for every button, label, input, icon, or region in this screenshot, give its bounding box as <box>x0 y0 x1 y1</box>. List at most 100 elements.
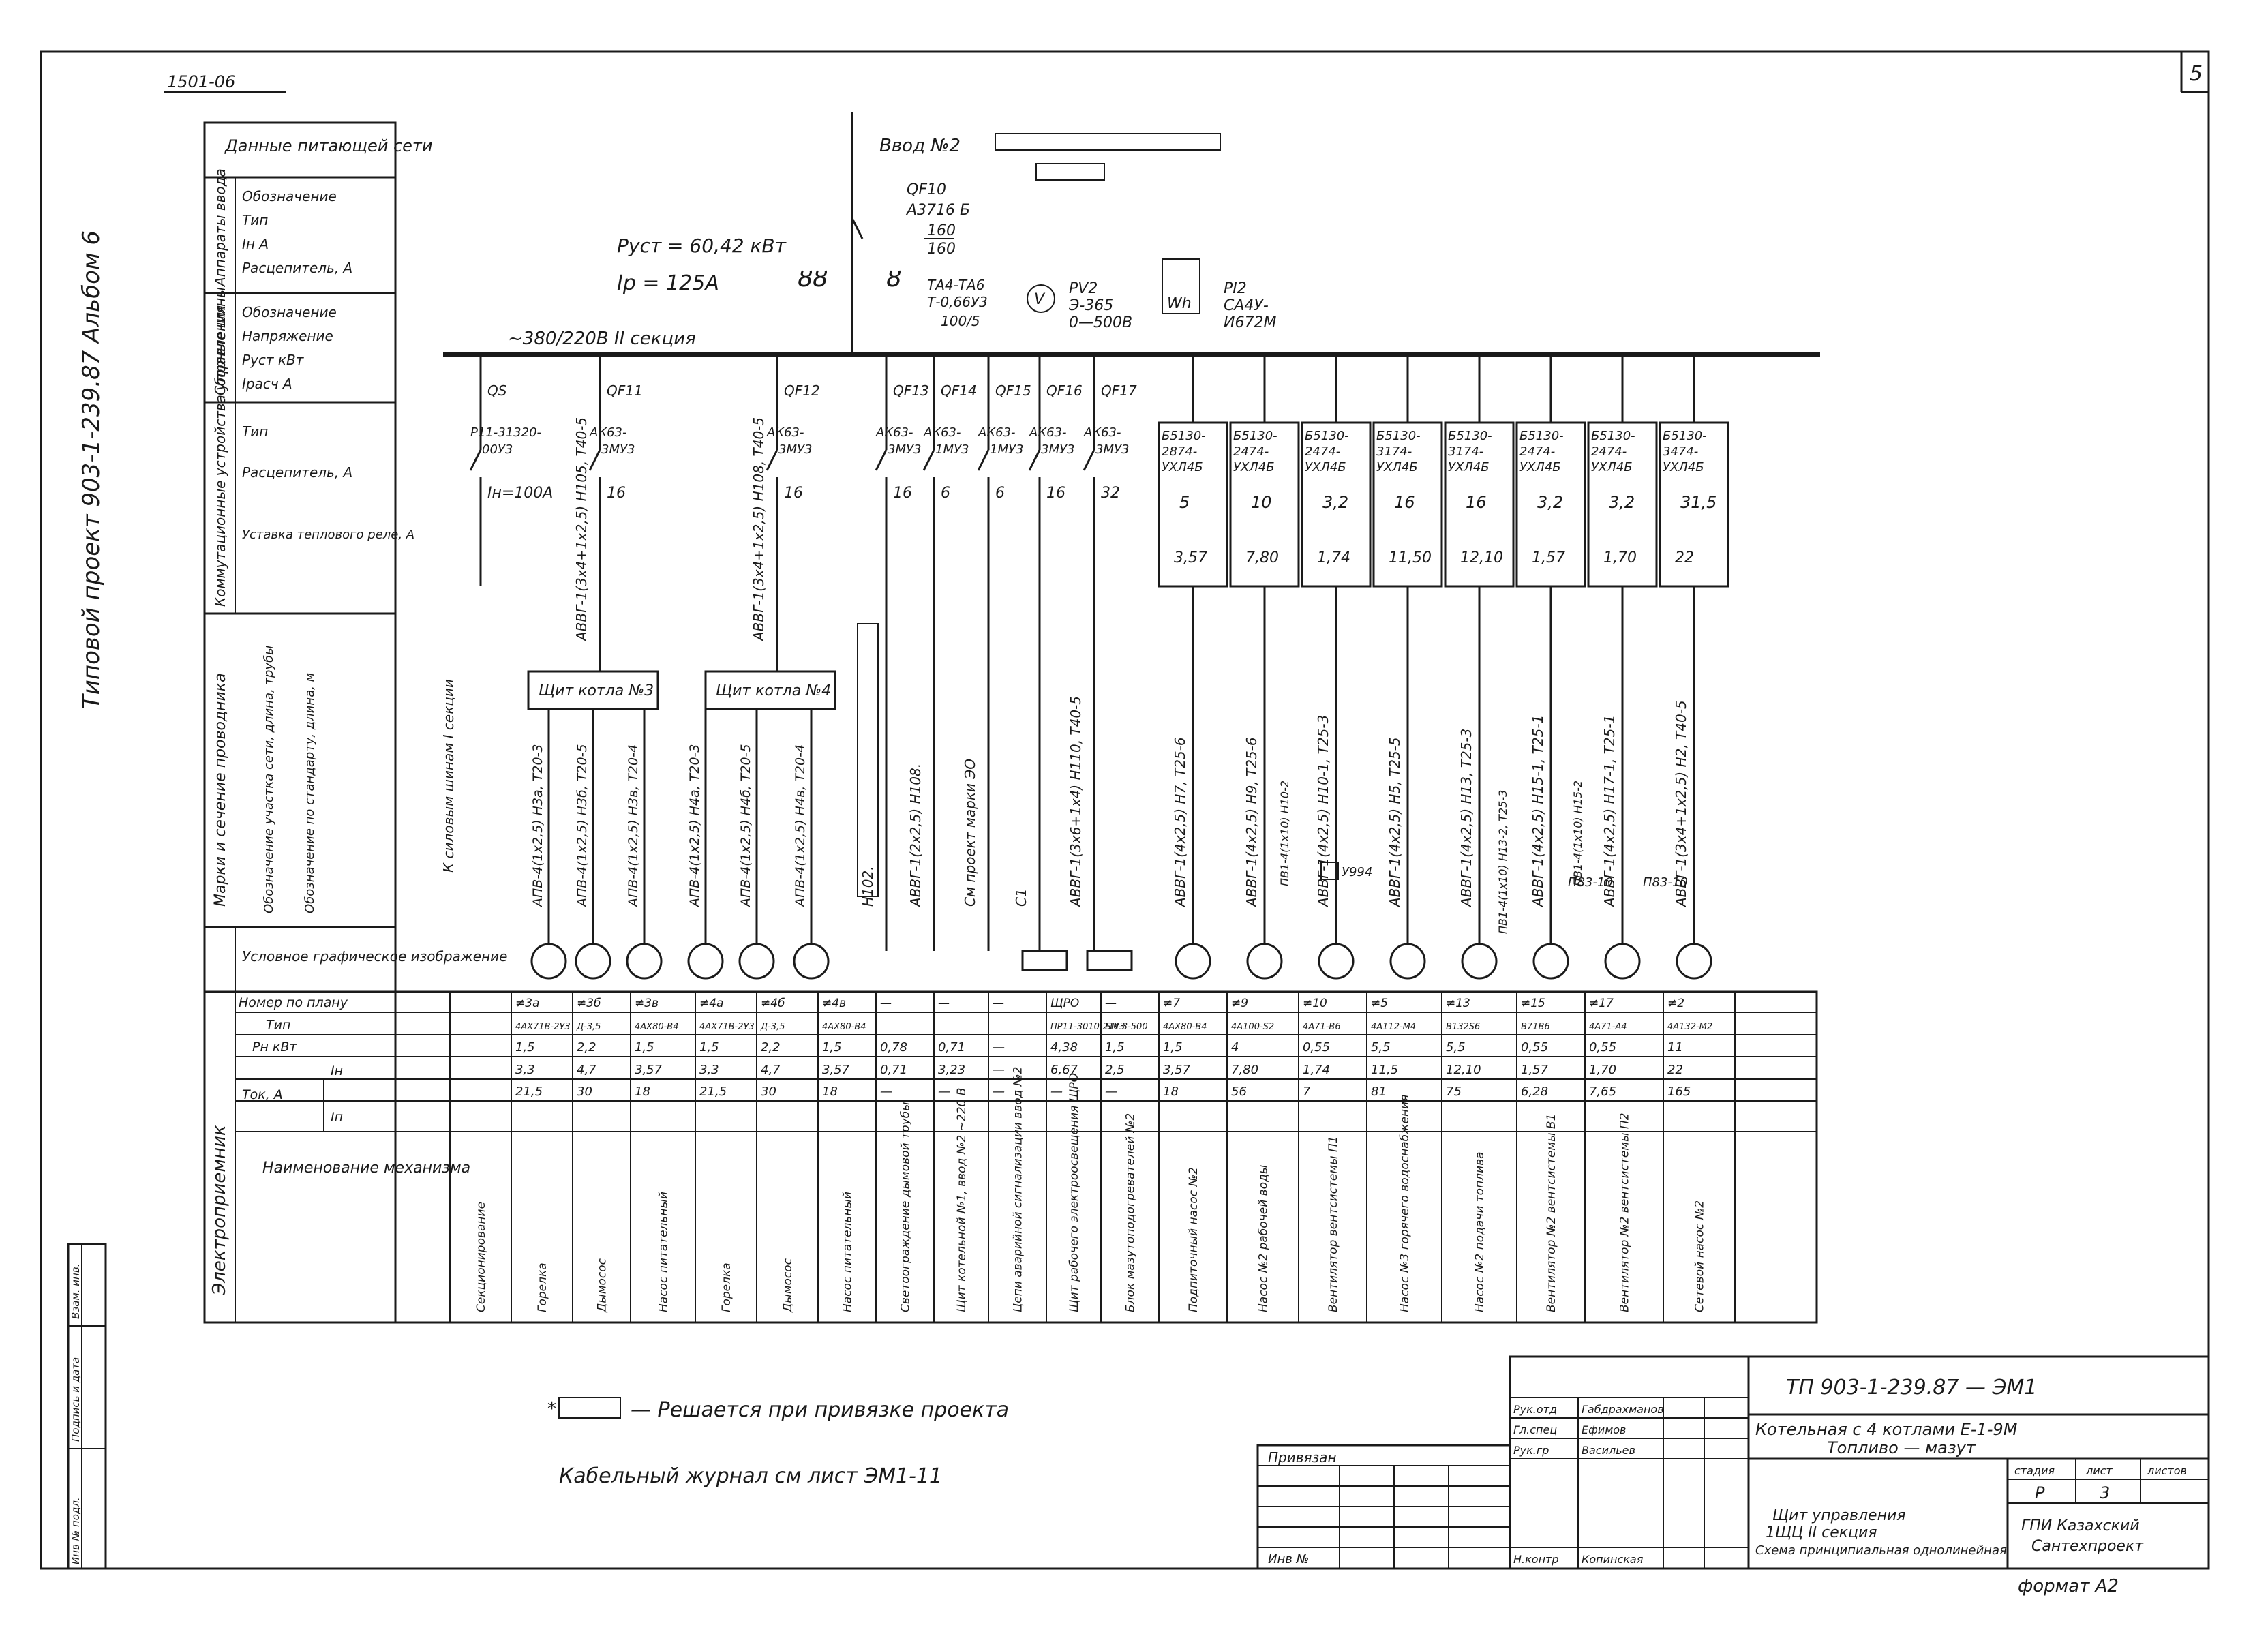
cell-type: — <box>938 1022 947 1032</box>
feeder-code: QF12 <box>784 382 820 399</box>
cell-ip: — <box>1050 1085 1063 1099</box>
cell-in: 6,67 <box>1050 1063 1078 1077</box>
p83-label-2: П83-10 <box>1643 875 1688 890</box>
switch-contact-icon <box>1083 449 1095 471</box>
starter-type: Б5130- <box>1663 429 1707 443</box>
feeder-type: АК63- <box>766 425 804 440</box>
cell-plan-no: ≠17 <box>1589 997 1614 1010</box>
note-box <box>558 1397 621 1419</box>
motor-icon <box>1318 943 1355 980</box>
motor-icon <box>738 943 775 980</box>
cell-ip: 56 <box>1231 1085 1247 1099</box>
cell-ip: 81 <box>1371 1085 1387 1099</box>
cell-mech: Вентилятор №2 вентсистемы П2 <box>1618 1113 1632 1312</box>
starter-setting: 3,57 <box>1174 549 1207 566</box>
feeder-setting: 6 <box>995 485 1005 502</box>
cell-plan-no: ≠3а <box>515 997 539 1010</box>
page-number: 5 <box>2190 62 2203 86</box>
cell-type: 4АХ71В-2У3 <box>699 1022 755 1032</box>
starter-type: УХЛ4Б <box>1591 460 1633 474</box>
starter-type: УХЛ4Б <box>1162 460 1203 474</box>
cell-mech: Блок мазутоподогревателей №2 <box>1124 1113 1138 1312</box>
p83-label-1: П83-10 <box>1568 875 1613 890</box>
note-2: Кабельный журнал см лист ЭМ1-11 <box>559 1464 942 1488</box>
starter-release: 16 <box>1394 493 1415 512</box>
feeder-cable: АВВГ-1(3х4+1х2,5) Н108, Т40-5 <box>751 417 767 642</box>
tie-block: Привязан Инв № <box>1256 1444 1511 1570</box>
p-inst: Руст = 60,42 кВт <box>617 235 787 257</box>
cell-type: Д-3,5 <box>576 1022 601 1032</box>
motor-icon <box>1175 943 1211 980</box>
starter-type: Б5130- <box>1162 429 1206 443</box>
cell-pn: 5,5 <box>1446 1040 1466 1055</box>
cell-plan-no: ≠3б <box>577 997 601 1010</box>
cell-mech: Насос питательный <box>657 1192 671 1312</box>
feeder-setting: Iн=100А <box>487 485 553 502</box>
boiler-panel-3-label: Щит котла №3 <box>539 682 654 699</box>
motor-icon <box>575 943 611 980</box>
starter-release: 5 <box>1179 493 1190 512</box>
legend-field: Обозначение <box>242 304 337 320</box>
cell-type: В71В6 <box>1521 1022 1550 1032</box>
cell-ip: 75 <box>1446 1085 1462 1099</box>
stamp-stage: Р <box>2035 1483 2045 1502</box>
boiler-cable: АПВ-4(1х2,5) Н4а, Т20-3 <box>687 744 702 908</box>
sheet-frame <box>40 50 2210 1570</box>
cell-plan-no: ≠13 <box>1446 997 1470 1010</box>
cell-pn: 1,5 <box>1105 1040 1125 1055</box>
motor-icon <box>1676 943 1712 980</box>
row-label: Рн кВт <box>252 1040 297 1055</box>
cell-plan-no: — <box>880 997 892 1010</box>
cell-pn: 1,5 <box>635 1040 654 1055</box>
cell-mech: Вентилятор №2 вентсистемы В1 <box>1545 1114 1558 1312</box>
cell-in: 12,10 <box>1446 1063 1481 1077</box>
stamp-role: Рук.гр <box>1513 1444 1549 1457</box>
feeder-cable: АВВГ-1(3х4+1х2,5) Н2, Т40-5 <box>1673 700 1689 908</box>
legend-switchgear: Коммутационные устройства управления <box>212 305 228 607</box>
cell-type: ПР11-3010-21У3 <box>1050 1022 1125 1032</box>
cell-ip: 30 <box>577 1085 592 1099</box>
cell-pn: 2,2 <box>761 1040 781 1055</box>
side-stamp-text: Подпись и дата <box>70 1357 82 1442</box>
stamp-inv: Инв № <box>1268 1552 1309 1567</box>
box-u994 <box>1320 862 1339 880</box>
feeder-code: QF11 <box>607 382 643 399</box>
stamp-name: Габдрахманов <box>1582 1403 1664 1416</box>
starter-type: Б5130- <box>1233 429 1277 443</box>
feeder-setting: 16 <box>784 485 803 502</box>
cell-plan-no: ≠9 <box>1231 997 1248 1010</box>
legend-column: Данные питающей сети Аппараты ввода Обоз… <box>203 121 507 1324</box>
stamp-title-2: 1ЩЦ II секция <box>1766 1524 1877 1541</box>
cell-type: 4А100-S2 <box>1231 1022 1274 1032</box>
motor-icon <box>1532 943 1569 980</box>
cell-type: Д-3,5 <box>760 1022 785 1032</box>
feeder-type: Р11-31320- <box>470 425 541 440</box>
stamp-name: Копинская <box>1582 1553 1644 1566</box>
feeder-cable: К силовым шинам I секции <box>440 679 457 873</box>
reserved-box <box>857 623 879 897</box>
cell-in: 3,23 <box>938 1063 965 1077</box>
cell-in: 1,74 <box>1303 1063 1330 1077</box>
cell-ip: — <box>938 1085 950 1099</box>
stamp-role: Н.контр <box>1513 1553 1559 1566</box>
feeder-type: АК63- <box>1029 425 1067 440</box>
cell-ip: 18 <box>1163 1085 1179 1099</box>
motor-icon <box>626 943 663 980</box>
switch-contact-icon <box>977 449 990 471</box>
voltmeter-type: Э-365 <box>1068 297 1113 314</box>
meter-type-2: И672М <box>1224 314 1276 331</box>
side-stamp-text: Взам. инв. <box>70 1264 82 1319</box>
cell-in: 3,57 <box>1163 1063 1191 1077</box>
feeder-setting: 6 <box>941 485 950 502</box>
cell-in: 11,5 <box>1371 1063 1398 1077</box>
cell-type: 4АХ80-В4 <box>635 1022 679 1032</box>
boiler-panel-4-label: Щит котла №4 <box>716 682 831 699</box>
feeder-code: QF16 <box>1046 382 1083 399</box>
cell-pn: 1,5 <box>515 1040 535 1055</box>
voltmeter-symbol: V <box>1034 291 1046 308</box>
box-u994-label: У994 <box>1342 865 1372 879</box>
feeder-type: 3МУ3 <box>888 442 921 457</box>
title-block: ТП 903-1-239.87 — ЭМ1 Котельная с 4 котл… <box>1509 1355 2210 1570</box>
stamp-object-1: Котельная с 4 котлами Е-1-9М <box>1755 1420 2018 1439</box>
